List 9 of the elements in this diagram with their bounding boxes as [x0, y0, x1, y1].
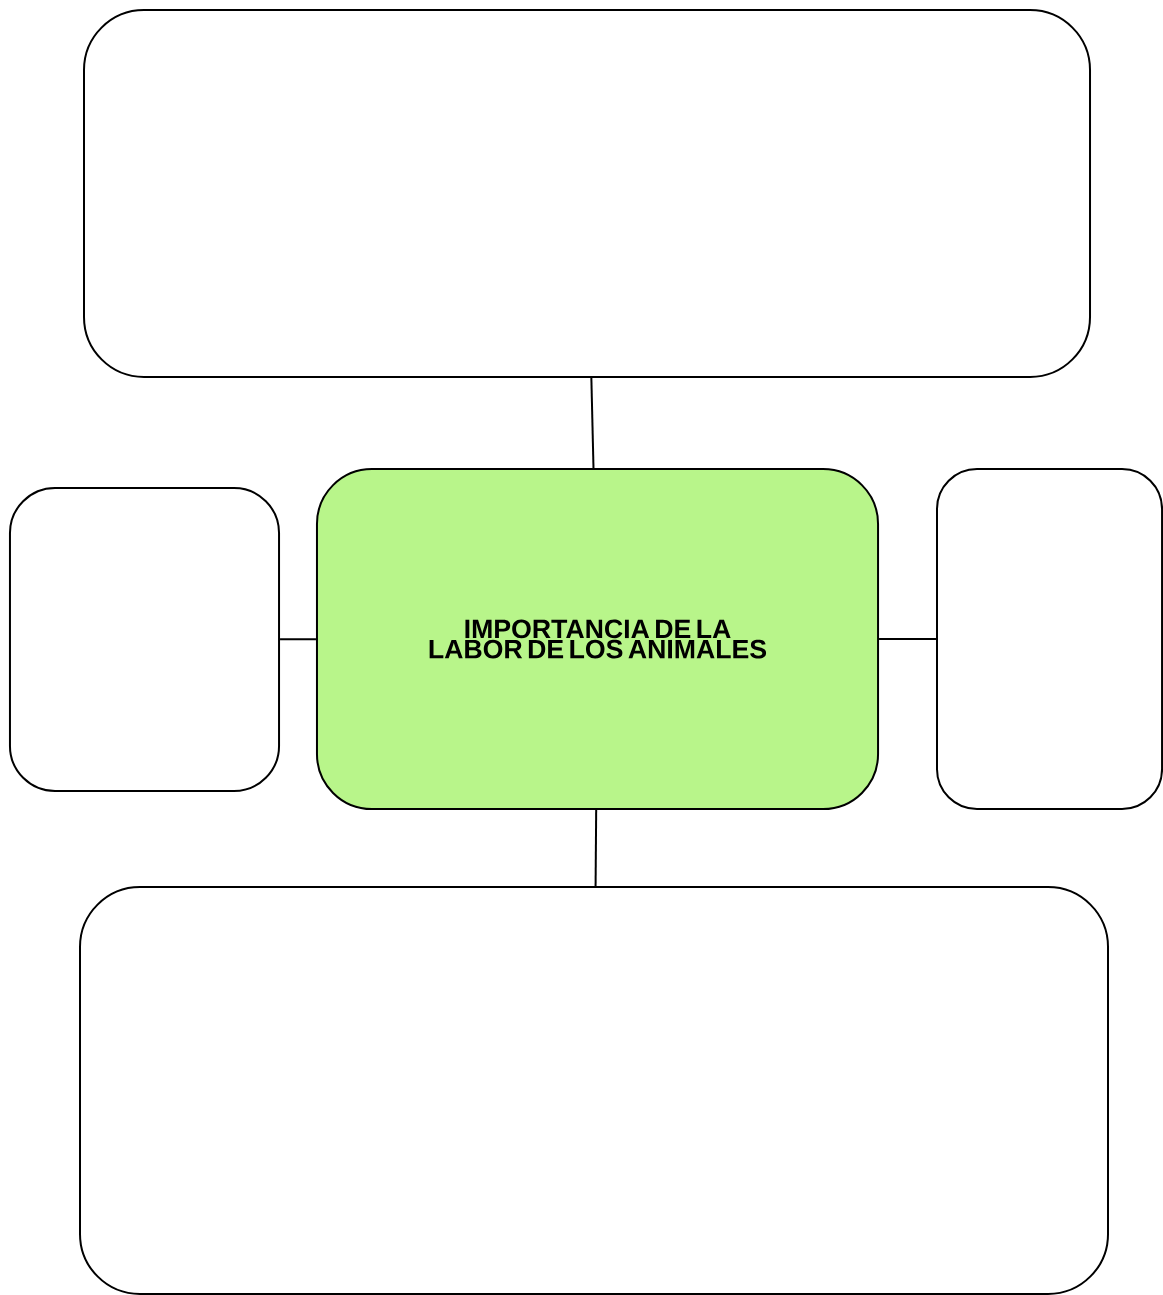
empty-box	[8, 487, 281, 792]
connector-line	[878, 638, 937, 640]
empty-box	[79, 886, 1109, 1295]
empty-box	[936, 468, 1163, 810]
connector-line	[590, 376, 595, 469]
empty-box	[83, 9, 1091, 378]
connector-line	[594, 809, 598, 888]
topic-box: IMPORTANCIA DE LA LABOR DE LOS ANIMALES	[315, 468, 880, 810]
connector-line	[279, 638, 317, 641]
